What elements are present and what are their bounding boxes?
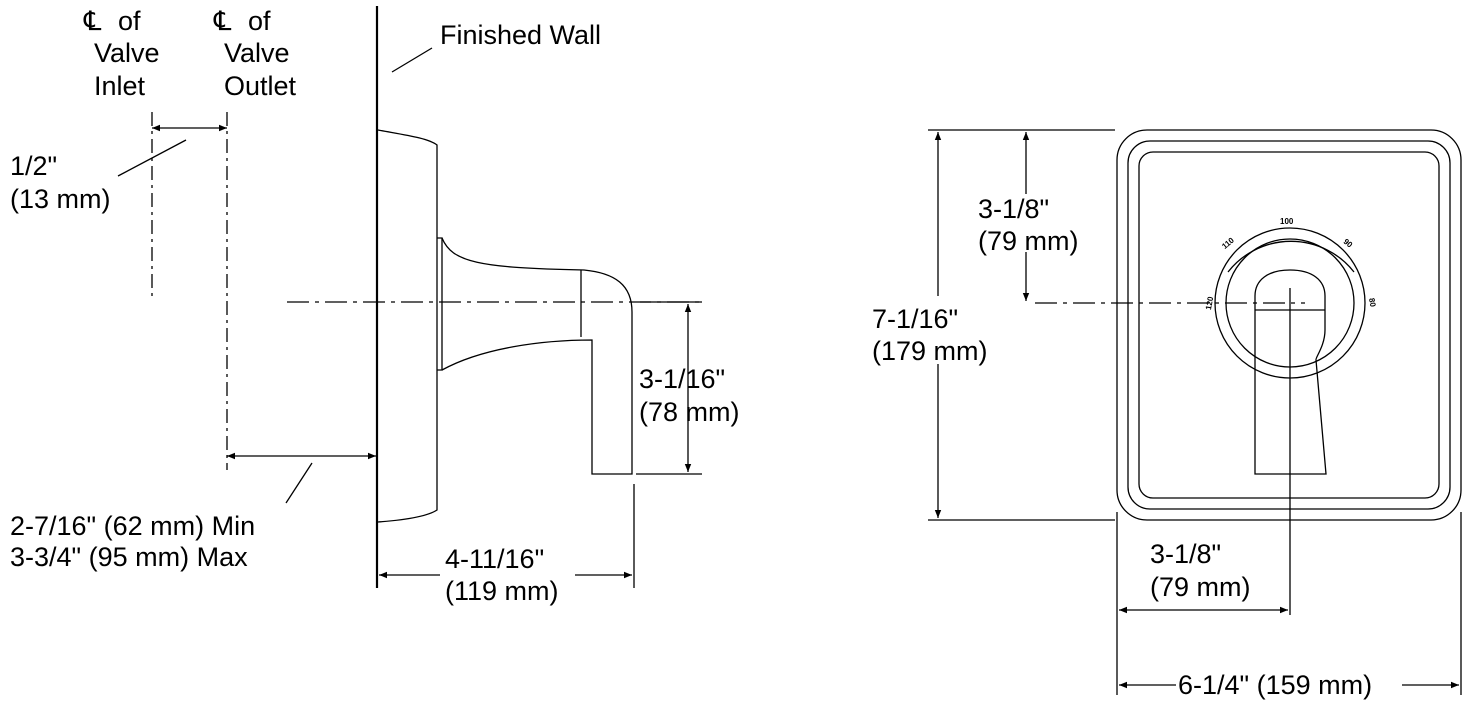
center-to-top-line1: 3-1/8": [978, 194, 1049, 224]
side-view: ℄ of Valve Inlet ℄ of Valve Outlet Finis…: [10, 6, 740, 606]
handle-height-line2: (78 mm): [639, 397, 740, 427]
dial-mark-100: 100: [1280, 217, 1294, 226]
centerline-symbol: ℄: [83, 6, 102, 36]
centerline-symbol: ℄: [213, 6, 232, 36]
handle-base-ring: [437, 237, 443, 371]
valve-inlet-label: ℄ of Valve Inlet: [83, 6, 160, 101]
inlet-outlet-leader: [117, 139, 187, 177]
total-width-label: 6-1/4" (159 mm): [1178, 670, 1372, 700]
projection-line1: 4-11/16": [445, 544, 544, 574]
center-to-top-line2: (79 mm): [978, 226, 1079, 256]
handle-profile: [441, 237, 633, 475]
dial-scale-arc: [1227, 240, 1355, 273]
wall-depth-min: 2-7/16" (62 mm) Min: [10, 511, 255, 541]
front-view: 100 110 120 90 80 3-1/8" (79 mm) 7-1/16"…: [872, 129, 1462, 700]
inlet-outlet-dim-line2: (13 mm): [10, 184, 111, 214]
center-to-side-line1: 3-1/8": [1150, 539, 1221, 569]
finished-wall-label: Finished Wall: [440, 20, 601, 50]
total-height-line2: (179 mm): [872, 336, 988, 366]
total-height-line1: 7-1/16": [872, 304, 958, 334]
center-to-side-line2: (79 mm): [1150, 572, 1251, 602]
valve-outlet-line3: Outlet: [224, 71, 297, 101]
dial-mark-90: 90: [1342, 237, 1355, 250]
escutcheon-outer: [1116, 129, 1462, 521]
dial-mark-120: 120: [1204, 295, 1215, 310]
escutcheon-inner-1: [1127, 140, 1451, 510]
lever-handle: [1254, 269, 1327, 475]
valve-inlet-line3: Inlet: [94, 71, 146, 101]
valve-inlet-line1: of: [118, 6, 141, 36]
valve-outlet-line2: Valve: [224, 38, 290, 68]
escutcheon-inner-2: [1138, 151, 1440, 499]
inlet-outlet-dim-line1: 1/2": [10, 151, 57, 181]
wall-depth-max: 3-3/4" (95 mm) Max: [10, 542, 248, 572]
valve-inlet-line2: Valve: [94, 38, 160, 68]
handle-height-line1: 3-1/16": [639, 364, 725, 394]
valve-outlet-line1: of: [248, 6, 271, 36]
finished-wall-leader: [391, 47, 433, 73]
escutcheon-profile: [377, 129, 438, 523]
valve-outlet-label: ℄ of Valve Outlet: [213, 6, 297, 101]
wall-depth-leader: [285, 462, 313, 504]
dial-mark-80: 80: [1367, 297, 1378, 308]
projection-line2: (119 mm): [445, 576, 559, 606]
dial-mark-110: 110: [1220, 235, 1236, 251]
